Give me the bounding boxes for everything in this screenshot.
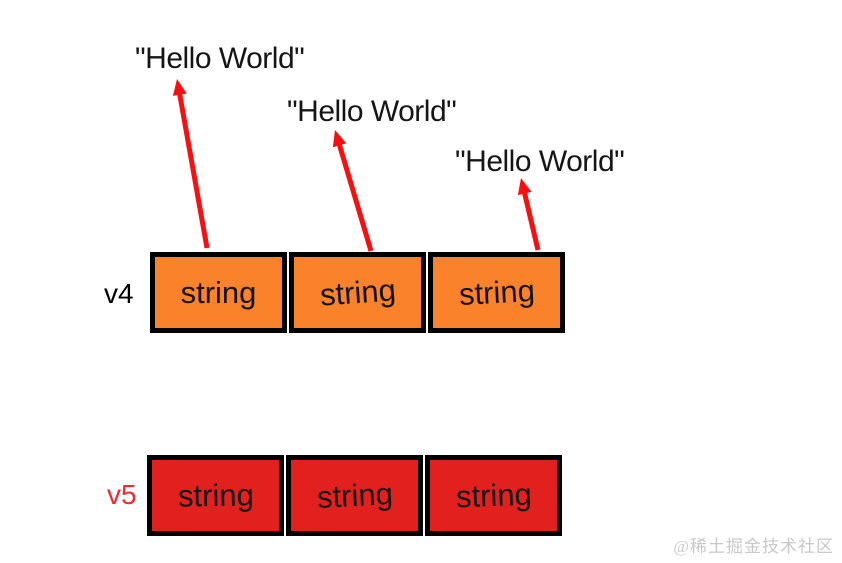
row-label-v5: v5 <box>107 479 137 510</box>
cell-label: string <box>177 477 254 514</box>
v5-cell-2: string <box>286 455 423 536</box>
row-label-v4: v4 <box>104 278 134 309</box>
heap-string-literal-3: "Hello World" <box>455 145 625 178</box>
cell-label: string <box>315 476 394 515</box>
v5-cell-1: string <box>147 455 284 536</box>
heap-string-literal-2: "Hello World" <box>287 95 457 128</box>
cell-label: string <box>457 273 536 312</box>
v4-cell-3: string <box>428 252 565 333</box>
v4-cell-1: string <box>150 252 287 333</box>
heap-string-literal-1: "Hello World" <box>135 42 305 75</box>
vector-v4: string string string <box>150 252 565 333</box>
v4-cell-2: string <box>289 252 426 333</box>
cell-label: string <box>180 275 257 310</box>
pointer-arrow-2 <box>332 129 374 252</box>
cell-label: string <box>455 476 532 515</box>
vector-v5: string string string <box>147 455 562 536</box>
pointer-arrow-1 <box>172 78 210 249</box>
watermark: @稀土掘金技术社区 <box>673 537 834 556</box>
v5-cell-3: string <box>425 455 562 536</box>
cell-label: string <box>318 272 397 313</box>
pointer-arrow-3 <box>517 178 541 251</box>
